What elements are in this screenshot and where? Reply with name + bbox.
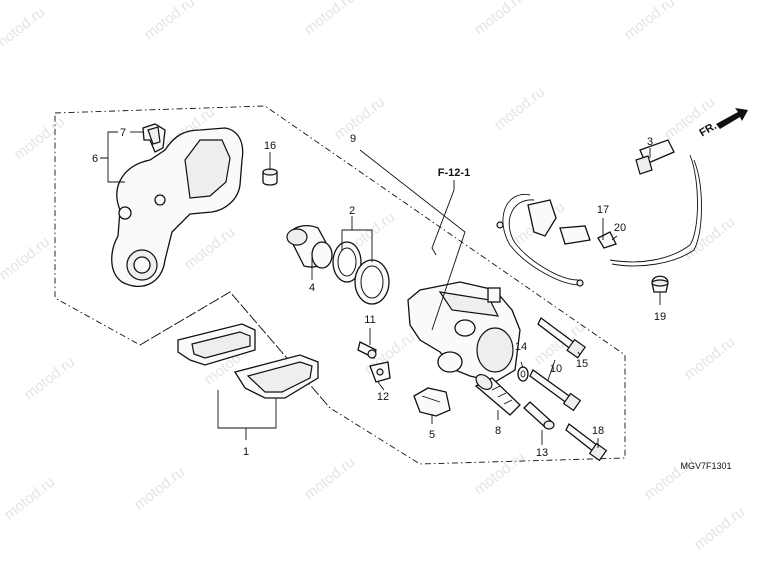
callout-17: 17 bbox=[597, 204, 609, 216]
callout-13: 13 bbox=[536, 447, 548, 459]
callout-8: 8 bbox=[495, 425, 501, 437]
callout-5: 5 bbox=[429, 429, 435, 441]
callout-11: 11 bbox=[364, 314, 375, 326]
pin-boot bbox=[474, 374, 521, 416]
callout-7: 7 bbox=[120, 127, 126, 139]
pin-bolt-long bbox=[529, 369, 582, 412]
diagram-code: MGV7F1301 bbox=[680, 461, 731, 471]
callout-labels: 1 2 3 4 5 6 7 8 9 10 11 12 13 14 15 16 1… bbox=[92, 127, 666, 459]
pin-bolt-short bbox=[537, 317, 587, 359]
callout-3: 3 bbox=[647, 136, 653, 148]
callout-6: 6 bbox=[92, 153, 98, 165]
callout-4: 4 bbox=[309, 282, 315, 294]
callout-2: 2 bbox=[349, 205, 355, 217]
slide-pin bbox=[523, 401, 555, 430]
wheel-speed-sensor-harness bbox=[496, 139, 702, 287]
callout-18: 18 bbox=[592, 425, 604, 437]
callout-19: 19 bbox=[654, 311, 666, 323]
front-direction-arrow: FR. bbox=[697, 108, 748, 139]
reference-label: F-12-1 bbox=[438, 167, 470, 179]
callout-15: 15 bbox=[576, 358, 588, 370]
retainer-plate bbox=[369, 361, 391, 383]
brake-pad-set bbox=[177, 323, 319, 399]
caliper-bracket bbox=[111, 127, 244, 287]
sealing-washer bbox=[517, 366, 529, 382]
callout-16: 16 bbox=[264, 140, 276, 152]
callout-9: 9 bbox=[350, 133, 356, 145]
caliper-piston bbox=[286, 224, 333, 269]
pad-clip bbox=[142, 123, 166, 153]
sensor-bolt bbox=[597, 231, 617, 249]
harness-grommet bbox=[651, 275, 669, 293]
pad-spring bbox=[413, 387, 451, 417]
callout-1: 1 bbox=[243, 446, 249, 458]
callout-20: 20 bbox=[614, 222, 626, 234]
front-direction-label: FR. bbox=[697, 120, 718, 139]
leader-lines bbox=[100, 131, 661, 448]
bleeder-cap bbox=[262, 168, 278, 186]
bleeder-screw bbox=[357, 341, 377, 359]
callout-14: 14 bbox=[515, 341, 527, 353]
callout-10: 10 bbox=[550, 363, 562, 375]
bracket-assembly-frame bbox=[54, 105, 626, 465]
caliper-body bbox=[407, 281, 521, 383]
piston-seal-set bbox=[332, 241, 390, 305]
callout-12: 12 bbox=[377, 391, 389, 403]
